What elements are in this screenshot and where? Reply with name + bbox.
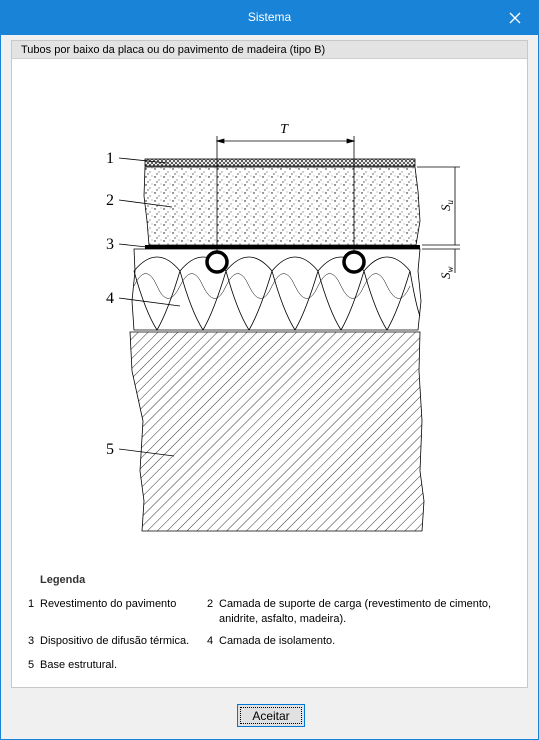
close-button[interactable] [492,1,538,35]
label-1: 1 [106,150,114,167]
structural-base-layer [129,331,425,532]
insulation-layer [131,248,422,331]
diffusion-layer [145,245,420,249]
dimension-Sw-label: Sw [438,266,455,279]
pipe-left [205,250,229,274]
content-panel: Tubos por baixo da placa ou do pavimento… [11,40,528,688]
label-2: 2 [106,192,114,209]
pipe-right [342,250,366,274]
legend-title: Legenda [40,574,86,586]
accept-button[interactable]: Aceitar [237,704,305,727]
window-title: Sistema [247,10,292,24]
floor-covering-layer [144,158,416,167]
floor-heating-diagram: T Su Sw 1 2 3 4 5 [106,122,460,532]
title-bar: Sistema [1,1,538,35]
section-header: Tubos por baixo da placa ou do pavimento… [12,41,527,59]
label-4: 4 [106,290,114,307]
legend-item: 2 Camada de suporte de carga (revestimen… [207,598,492,625]
label-5: 5 [106,441,114,458]
screed-layer [143,166,421,246]
dimension-T-label: T [280,122,289,137]
dimension-S [417,166,460,273]
dimension-T [215,136,356,252]
close-icon [509,12,521,24]
dimension-Su-label: Su [438,200,455,212]
label-3: 3 [106,236,114,253]
leader-lines [118,157,181,457]
